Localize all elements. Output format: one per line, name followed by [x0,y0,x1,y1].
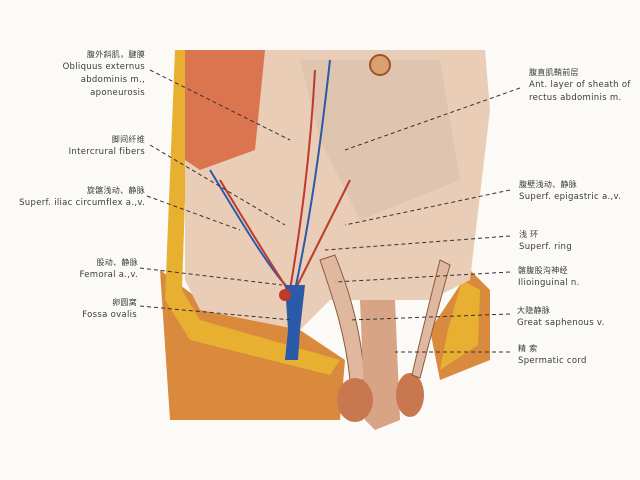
label-superf-epigastric: 腹壁浅动、静脉 Superf. epigastric a.,v. [519,178,621,204]
label-en: abdominis m., [80,75,145,85]
label-en: Spermatic cord [518,356,587,366]
label-femoral: 股动、静脉 Femoral a.,v. [80,256,139,282]
label-en: Intercrural fibers [68,147,145,157]
label-zh: 股动、静脉 [96,258,138,267]
label-superf-ring: 浅 环 Superf. ring [519,228,572,254]
fat-border [165,50,340,375]
label-en: Obliquus externus [62,62,145,72]
label-zh: 卵圆窝 [112,298,137,307]
label-obliquus-externus: 腹外斜肌，腱膜 Obliquus externus abdominis m., … [63,48,145,100]
leader-lines [139,69,521,353]
label-en: aponeurosis [90,88,145,98]
label-en: Superf. epigastric a.,v. [519,192,622,202]
scrotum-left [337,378,373,422]
external-oblique-muscle [185,50,265,170]
label-zh: 浅 环 [519,230,539,239]
label-zh: 脚间纤维 [111,135,145,144]
label-en: Fossa ovalis [82,310,137,320]
label-en: Ant. layer of sheath of [529,80,631,90]
label-en: Great saphenous v. [517,318,605,328]
label-zh: 旋髂浅动、静脉 [86,186,145,195]
femoral-artery [279,289,291,301]
label-spermatic-cord: 精 索 Spermatic cord [518,342,587,368]
label-en: rectus abdominis m. [529,93,622,103]
label-en: Superf. ring [519,242,572,252]
label-rectus-sheath: 腹直肌鞘前层 Ant. layer of sheath of rectus ab… [529,66,631,105]
label-zh: 腹壁浅动、静脉 [519,180,578,189]
label-zh: 腹直肌鞘前层 [529,68,579,77]
label-en: Femoral a.,v. [79,270,138,280]
label-en: Ilioinguinal n. [518,278,580,288]
great-saphenous-vein [285,285,305,360]
right-cord [411,259,451,379]
label-zh: 精 索 [518,344,538,353]
label-intercrural-fibers: 脚间纤维 Intercrural fibers [69,133,145,159]
vessels [209,59,351,291]
label-great-saphenous: 大隐静脉 Great saphenous v. [517,304,605,330]
fat-border-right [440,280,480,370]
label-zh: 髂腹股沟神经 [518,266,568,275]
label-en: Superf. iliac circumflex a.,v. [19,198,145,208]
scrotum-right [396,373,424,417]
label-ilioinguinal: 髂腹股沟神经 Ilioinguinal n. [518,264,580,290]
umbilicus [369,54,391,76]
label-fossa-ovalis: 卵圆窝 Fossa ovalis [82,296,137,322]
label-zh: 大隐静脉 [517,306,551,315]
label-superf-iliac-circumflex: 旋髂浅动、静脉 Superf. iliac circumflex a.,v. [19,184,145,210]
rectus-sheath [300,60,460,220]
label-zh: 腹外斜肌，腱膜 [86,50,145,59]
